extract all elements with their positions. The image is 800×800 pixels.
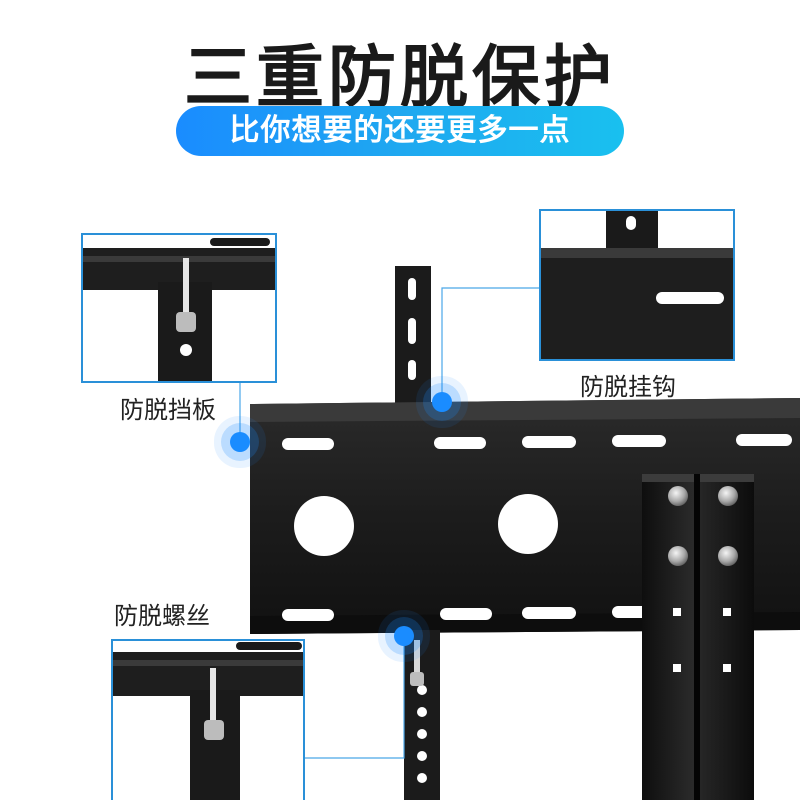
plate-slot xyxy=(434,437,486,449)
callout-label-screw: 防脱螺丝 xyxy=(114,602,210,630)
plate-slot xyxy=(440,608,492,620)
subtitle-banner: 比你想要的还要更多一点 xyxy=(176,106,624,156)
plate-hole xyxy=(294,496,354,556)
inset-screw xyxy=(111,639,305,800)
plate-slot xyxy=(736,434,792,446)
page-title: 三重防脱保护 xyxy=(183,39,616,118)
plate-slot xyxy=(282,438,334,450)
plate-slot xyxy=(612,435,666,447)
plate-slot xyxy=(522,607,576,619)
hotspot-baffle xyxy=(230,432,250,452)
plate-slot xyxy=(282,609,334,621)
bolt xyxy=(718,546,738,566)
stand-column xyxy=(642,474,754,800)
leader-lines xyxy=(239,287,540,759)
inset-hook xyxy=(539,209,735,361)
callout-label-hook: 防脱挂钩 xyxy=(580,373,676,401)
bolt xyxy=(668,486,688,506)
hook-arm-bottom xyxy=(404,630,440,800)
inset-baffle xyxy=(81,233,277,383)
plate-slot xyxy=(522,436,576,448)
bolt xyxy=(718,486,738,506)
hotspot-hook xyxy=(432,392,452,412)
hotspot-screw xyxy=(394,626,414,646)
bolt xyxy=(668,546,688,566)
plate-hole xyxy=(498,494,558,554)
hook-arm-top xyxy=(395,266,431,416)
callout-label-baffle: 防脱挡板 xyxy=(120,396,216,424)
